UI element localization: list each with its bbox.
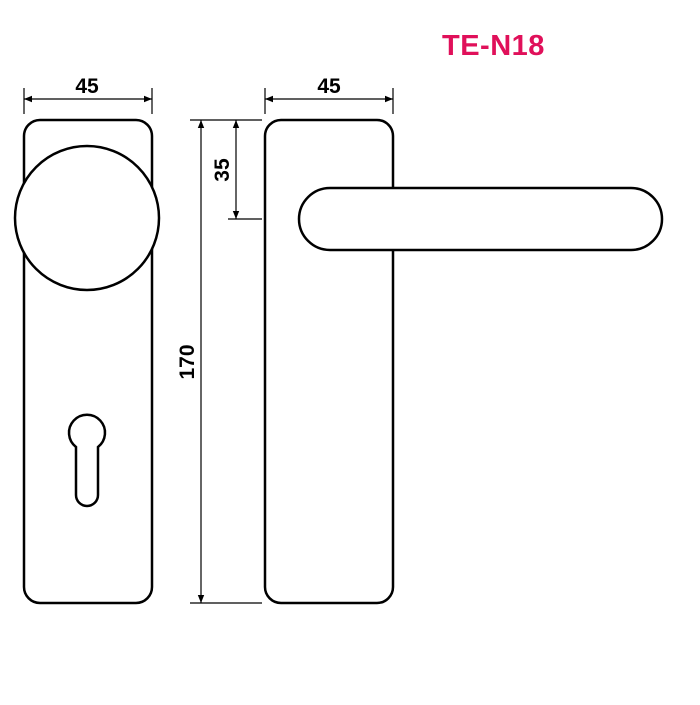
lever-backplate bbox=[263, 118, 395, 605]
lever-handle bbox=[297, 186, 664, 252]
knob-plate-group bbox=[13, 118, 161, 605]
keyhole-cylinder-cutout bbox=[67, 413, 107, 508]
left-width-label: 45 bbox=[75, 75, 99, 98]
model-code-title: TE-N18 bbox=[442, 30, 545, 62]
height-label: 170 bbox=[176, 344, 199, 379]
lever-plate-group bbox=[263, 118, 664, 605]
lever-offset-label: 35 bbox=[211, 158, 234, 182]
right-width-label: 45 bbox=[317, 75, 341, 98]
knob-circle bbox=[13, 144, 161, 292]
left-width-dimension: 45 bbox=[23, 75, 153, 114]
knob-backplate bbox=[22, 118, 154, 605]
lever-offset-dimension: 35 bbox=[211, 120, 262, 220]
height-dimension: 170 bbox=[176, 119, 262, 604]
right-width-dimension: 45 bbox=[264, 75, 394, 114]
